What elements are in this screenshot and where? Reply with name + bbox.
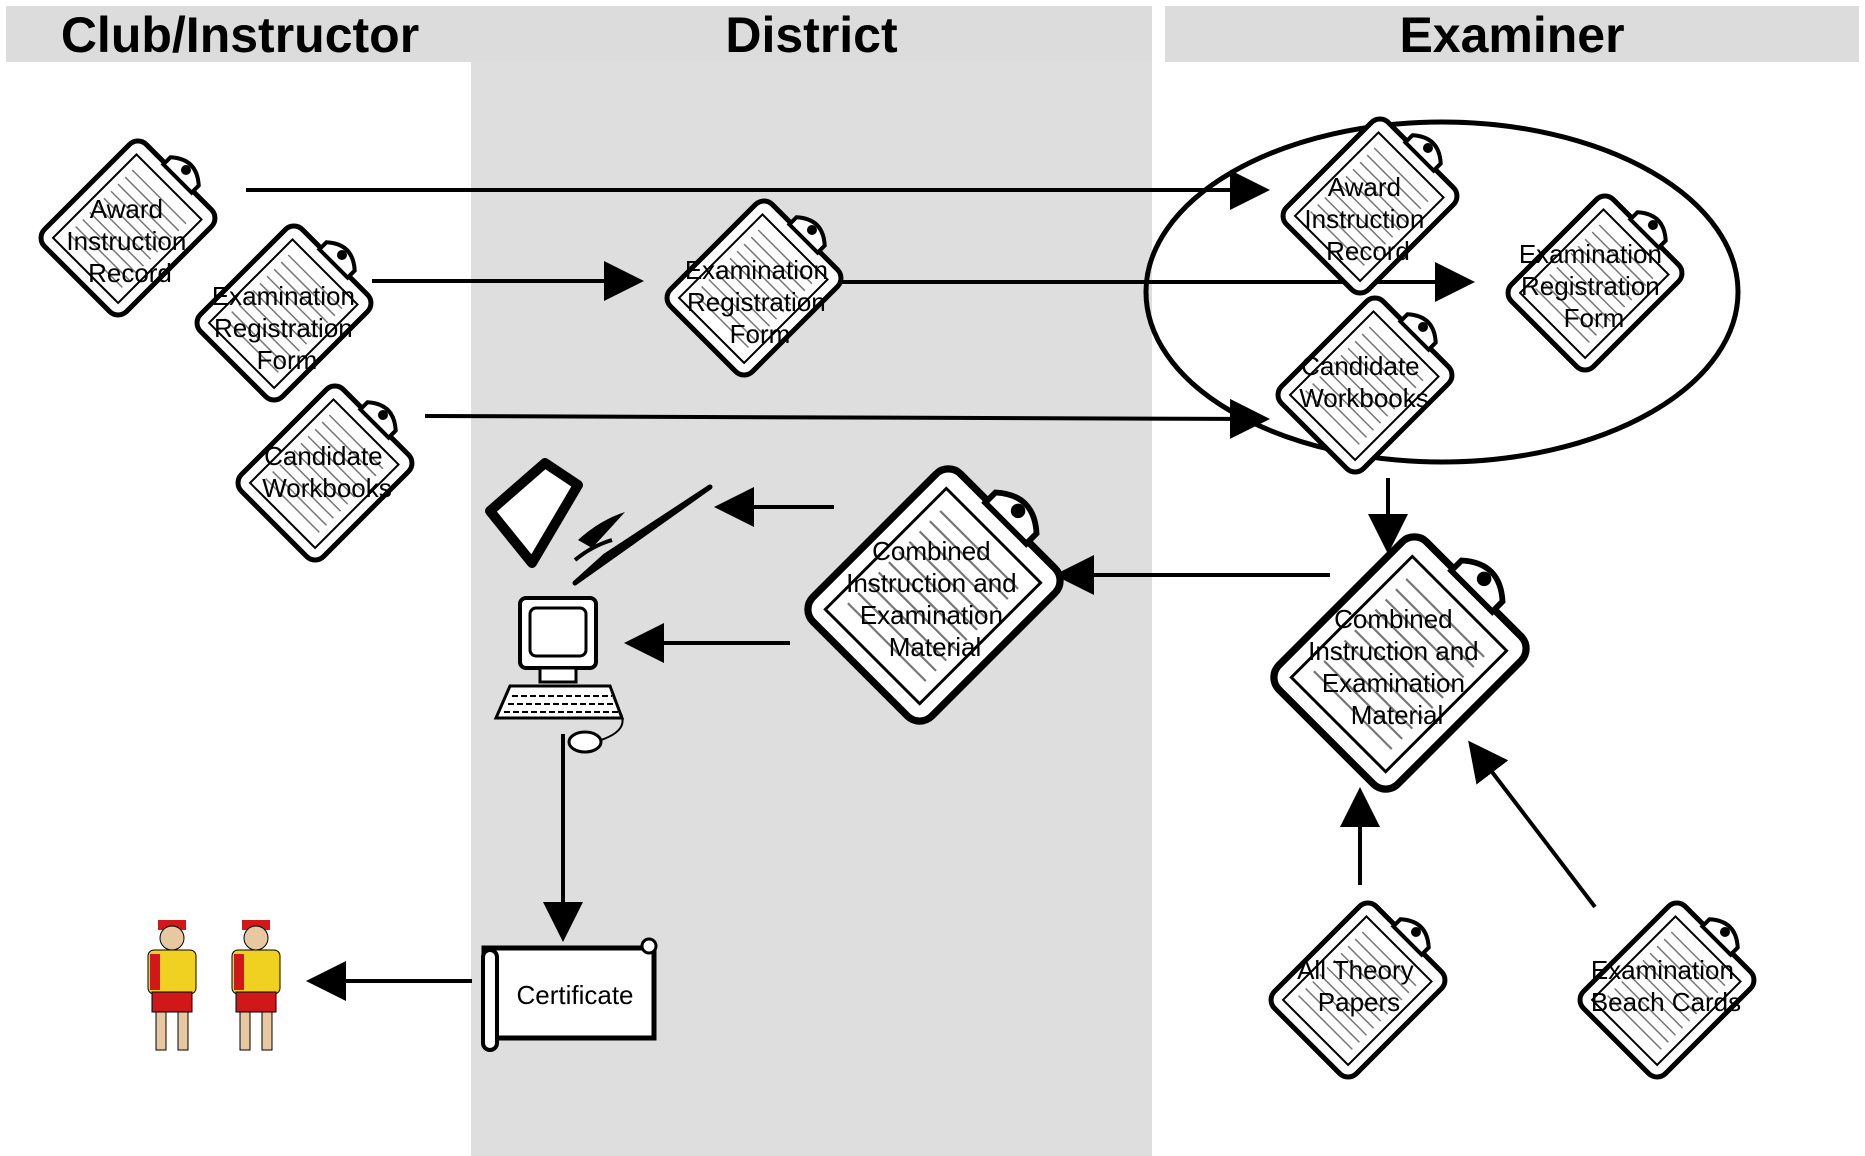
label-examiner-exam-reg: Examination Registration Form	[1519, 239, 1669, 333]
label-club-award: Award Instruction Record	[66, 194, 193, 288]
certificate-label: Certificate	[516, 980, 633, 1010]
lane-title-district: District	[725, 7, 898, 63]
lifesaver-figure-icon	[231, 920, 281, 1051]
certificate-scroll-icon	[481, 937, 658, 1052]
label-club-workbooks: Candidate Workbooks	[262, 441, 392, 503]
lane-title-examiner: Examiner	[1399, 7, 1625, 63]
examiner-received-ellipse	[1143, 119, 1741, 465]
header-bar-district	[471, 6, 1152, 62]
label-club-exam-reg: Examination Registration Form	[212, 281, 362, 375]
arrow-beach-cards-up	[1468, 740, 1597, 909]
header-bar-club	[6, 6, 471, 62]
label-examiner-combined: Combined Instruction and Examination Mat…	[1308, 604, 1486, 730]
lifesaver-figure-icon	[147, 920, 197, 1051]
header-bar-examiner	[1165, 6, 1859, 62]
label-district-exam-reg: Examination Registration Form	[685, 255, 835, 349]
lane-title-club: Club/Instructor	[60, 7, 420, 63]
computer-icon	[493, 596, 625, 754]
label-examiner-award: Award Instruction Record	[1304, 172, 1431, 266]
signing-pen-icon	[485, 458, 713, 586]
arrow-workbooks-to-examiner	[424, 398, 1270, 439]
flow-arrows	[246, 170, 1597, 1001]
label-examiner-workbooks: Candidate Workbooks	[1299, 351, 1429, 413]
label-district-combined: Combined Instruction and Examination Mat…	[846, 536, 1024, 662]
label-beach-cards: Examination Beach Cards	[1591, 955, 1741, 1017]
label-theory-papers: All Theory Papers	[1297, 955, 1421, 1017]
